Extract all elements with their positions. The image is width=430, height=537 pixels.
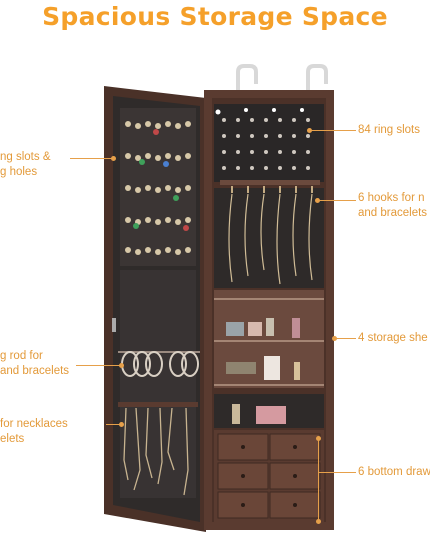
necklace-dot [119,422,124,427]
door-hanger-hooks [236,64,328,90]
bracelets-on-rod [121,351,199,377]
drawers-dot-top [316,436,321,441]
earring-leader [70,158,114,159]
callout-necklace-line2: elets [0,433,25,445]
earring-dot [111,156,116,161]
callout-drawers: 6 bottom draw [358,466,430,478]
callout-earring-line1: ng slots & [0,151,51,163]
cosmetics [226,318,300,424]
hooks-dot [315,198,320,203]
hooks-leader [318,200,356,201]
callout-hooks-line1: 6 hooks for n [358,192,425,204]
ring-slots-dot [307,128,312,133]
led-lights [215,108,304,115]
callout-earring-line2: g holes [0,166,38,178]
drawers-bracket [318,438,319,522]
callout-necklace-line1: for necklaces [0,418,68,430]
ring-slots-leader [310,130,356,131]
callout-rod-line2: and bracelets [0,365,70,377]
ring-slots [222,118,310,170]
drawer-knobs [241,445,297,507]
earrings [125,121,191,255]
drawers-leader [318,472,356,473]
door-necklaces [123,407,189,496]
cabinet-necklaces [228,186,313,285]
callout-hooks-line2: and bracelets [358,207,428,219]
page-title: Spacious Storage Space [42,2,388,31]
callout-shelves: 4 storage she [358,332,428,344]
open-door-panel [104,86,206,532]
drawers-dot-bottom [316,519,321,524]
necklace-leader [106,424,122,425]
rod-leader [76,365,122,366]
shelves-leader [335,338,356,339]
shelves-dot [332,336,337,341]
callout-rod-line1: g rod for [0,350,43,362]
rod-dot [119,363,124,368]
callout-ring-slots: 84 ring slots [358,124,421,136]
drawer-fronts [217,433,321,519]
